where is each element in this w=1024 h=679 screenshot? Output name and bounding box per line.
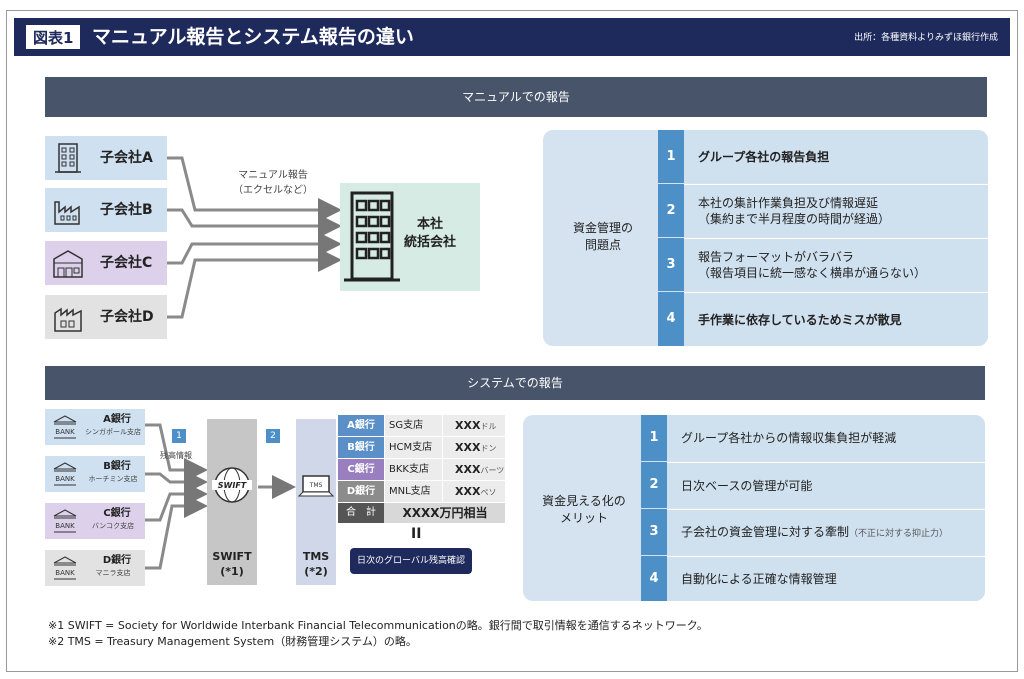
headquarters-label: 本社 統括会社: [404, 217, 457, 250]
table-bank: D銀行: [338, 481, 384, 502]
bank-name: B銀行: [103, 461, 131, 472]
header-bar: [14, 18, 1010, 56]
issue-number: 4: [658, 292, 684, 346]
benefit-item: 日次ベースの管理が可能: [667, 462, 985, 508]
benefit-item: グループ各社からの情報収集負担が軽減: [667, 415, 985, 461]
swift-label: SWIFT (*1): [212, 550, 252, 578]
footnote-tms: ※2 TMS = Treasury Management System（財務管理…: [48, 635, 417, 648]
svg-text:BANK: BANK: [55, 522, 75, 530]
bank-name: A銀行: [103, 414, 131, 425]
bank-icon: BANK: [53, 415, 77, 439]
benefit-item: 自動化による正確な情報管理: [667, 556, 985, 601]
issues-panel-heading: 資金管理の 問題点: [572, 221, 633, 252]
table-amount: XXXペソ: [443, 481, 505, 502]
table-amount: XXXドン: [443, 437, 505, 458]
global-balance-check-button[interactable]: 日次のグローバル残高確認: [350, 548, 472, 574]
issue-item: 手作業に依存しているためミスが散見: [684, 292, 988, 346]
issue-number: 3: [658, 238, 684, 291]
factory-icon: [54, 307, 82, 332]
subsidiary-d: 子会社D: [45, 295, 167, 339]
table-total-row: 合 計 XXXX万円相当: [338, 503, 505, 523]
manual-section-heading: マニュアルでの報告: [45, 77, 987, 117]
system-section-heading: システムでの報告: [45, 366, 985, 400]
footnote-swift: ※1 SWIFT = Society for Worldwide Interba…: [48, 619, 708, 632]
svg-text:BANK: BANK: [55, 475, 75, 483]
svg-text:SWIFT: SWIFT: [218, 481, 247, 490]
bank-icon: BANK: [53, 556, 77, 580]
subsidiary-c: 子会社C: [45, 241, 167, 285]
office-building-icon: [344, 191, 400, 282]
headquarters-box: [340, 183, 480, 291]
benefit-number: 1: [641, 415, 667, 461]
page-title: マニュアル報告とシステム報告の違い: [92, 26, 414, 48]
equals-sign: II: [411, 526, 422, 542]
svg-text:BANK: BANK: [55, 569, 75, 577]
issue-item: グループ各社の報告負担: [684, 130, 988, 183]
total-value: XXXX万円相当: [402, 506, 488, 520]
issue-number: 2: [658, 184, 684, 237]
tms-column: [296, 419, 336, 585]
tms-label: TMS (*2): [302, 550, 330, 578]
table-bank: A銀行: [338, 415, 384, 436]
bank-branch: バンコク支店: [91, 522, 135, 530]
manual-report-note: マニュアル報告 （エクセルなど）: [233, 170, 313, 196]
svg-text:BANK: BANK: [55, 428, 75, 436]
table-branch: HCM支店: [385, 437, 442, 458]
factory-icon: [54, 201, 80, 225]
bank-icon: BANK: [53, 462, 77, 486]
step-badge-1: 1: [172, 429, 186, 443]
bank-branch: マニラ支店: [95, 569, 131, 577]
step-badge-2: 2: [266, 429, 280, 443]
bank-name: C銀行: [103, 508, 131, 519]
office-building-icon: [55, 143, 81, 173]
swift-globe-icon: SWIFT: [212, 467, 252, 503]
bank-b: BANK B銀行 ホーチミン支店: [45, 456, 145, 492]
subsidiary-b: 子会社B: [45, 188, 167, 232]
bank-d: BANK D銀行 マニラ支店: [45, 550, 145, 586]
subsidiary-label: 子会社B: [100, 202, 153, 218]
table-amount: XXXバーツ: [443, 459, 505, 480]
benefit-number: 3: [641, 509, 667, 555]
benefit-item: 子会社の資金管理に対する牽制（不正に対する抑止力）: [667, 509, 985, 555]
svg-text:TMS: TMS: [309, 482, 323, 489]
table-bank: C銀行: [338, 459, 384, 480]
warehouse-icon: [53, 250, 83, 278]
benefit-number: 2: [641, 462, 667, 508]
issue-item: 本社の集計作業負担及び情報遅延 （集約まで半月程度の時間が経過）: [684, 184, 988, 237]
bank-c: BANK C銀行 バンコク支店: [45, 503, 145, 539]
subsidiary-label: 子会社D: [100, 309, 154, 325]
balance-info-note: 残高情報: [160, 451, 192, 460]
table-amount: XXXドル: [443, 415, 505, 436]
bank-a: BANK A銀行 シンガポール支店: [45, 409, 145, 445]
figure-label: 図表1: [26, 25, 81, 49]
issue-item: 報告フォーマットがバラバラ （報告項目に統一感なく横串が通らない）: [684, 238, 988, 291]
bank-branch: ホーチミン支店: [88, 475, 138, 483]
table-branch: SG支店: [385, 415, 442, 436]
issue-number: 1: [658, 130, 684, 183]
bank-icon: BANK: [53, 509, 77, 533]
benefits-panel-heading: 資金見える化の メリット: [542, 494, 626, 525]
total-label: 合 計: [338, 503, 384, 523]
table-bank: B銀行: [338, 437, 384, 458]
table-branch: MNL支店: [385, 481, 442, 502]
subsidiary-a: 子会社A: [45, 136, 167, 180]
subsidiary-label: 子会社C: [100, 255, 153, 271]
bank-branch: シンガポール支店: [85, 428, 141, 436]
laptop-icon: TMS: [298, 475, 334, 497]
source-note: 出所：各種資料よりみずほ銀行作成: [854, 33, 998, 43]
bank-name: D銀行: [102, 555, 132, 566]
subsidiary-label: 子会社A: [100, 150, 153, 166]
benefit-number: 4: [641, 556, 667, 601]
table-branch: BKK支店: [385, 459, 442, 480]
